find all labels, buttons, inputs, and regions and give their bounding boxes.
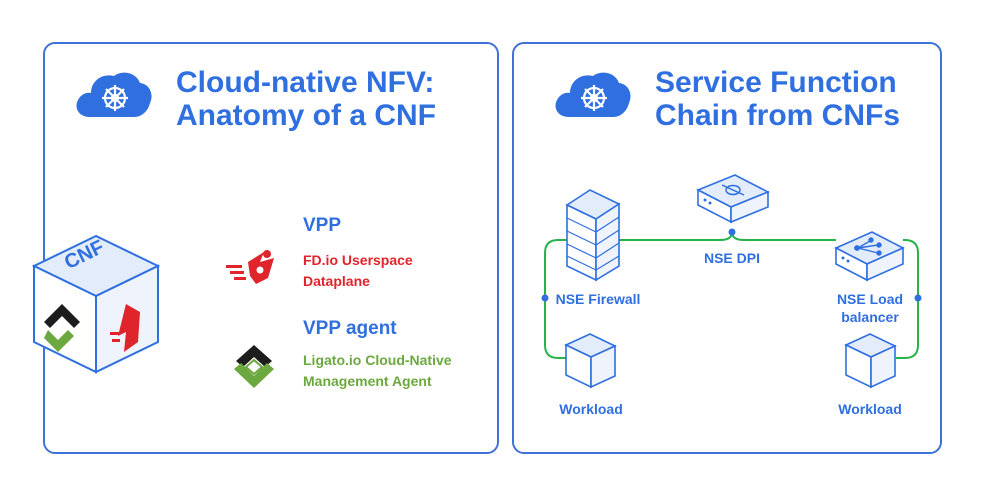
kubernetes-cloud-icon — [555, 72, 631, 117]
left-panel-title: Cloud-native NFV: Anatomy of a CNF — [176, 66, 437, 132]
vpp-description: FD.io Userspace Dataplane — [303, 252, 413, 289]
nse-firewall-label: NSE Firewall — [555, 291, 641, 307]
workload-cube-icon — [564, 333, 617, 389]
chain-connector-dot — [914, 294, 922, 302]
nse-dpi-label: NSE DPI — [703, 250, 760, 266]
ligato-icon — [234, 345, 274, 388]
kubernetes-cloud-icon — [76, 72, 152, 117]
workload-left-label: Workload — [559, 401, 623, 417]
cnf-cube-icon — [31, 234, 161, 374]
right-panel-title: Service Function Chain from CNFs — [655, 66, 901, 132]
chain-link-path — [619, 231, 836, 241]
load-balancer-icon — [834, 231, 905, 282]
vpp-agent-description: Ligato.io Cloud-Native Management Agent — [303, 352, 452, 389]
dpi-device-icon — [696, 174, 770, 224]
fdio-icon — [226, 250, 274, 284]
chain-connector-dot — [728, 228, 736, 236]
vpp-heading: VPP — [303, 215, 342, 236]
firewall-icon — [565, 189, 621, 282]
workload-right-label: Workload — [838, 401, 902, 417]
chain-connector-dot — [541, 294, 549, 302]
workload-cube-icon — [844, 333, 897, 389]
vpp-agent-heading: VPP agent — [303, 318, 397, 339]
nse-load-balancer-label: NSE Load balancer — [836, 291, 904, 325]
